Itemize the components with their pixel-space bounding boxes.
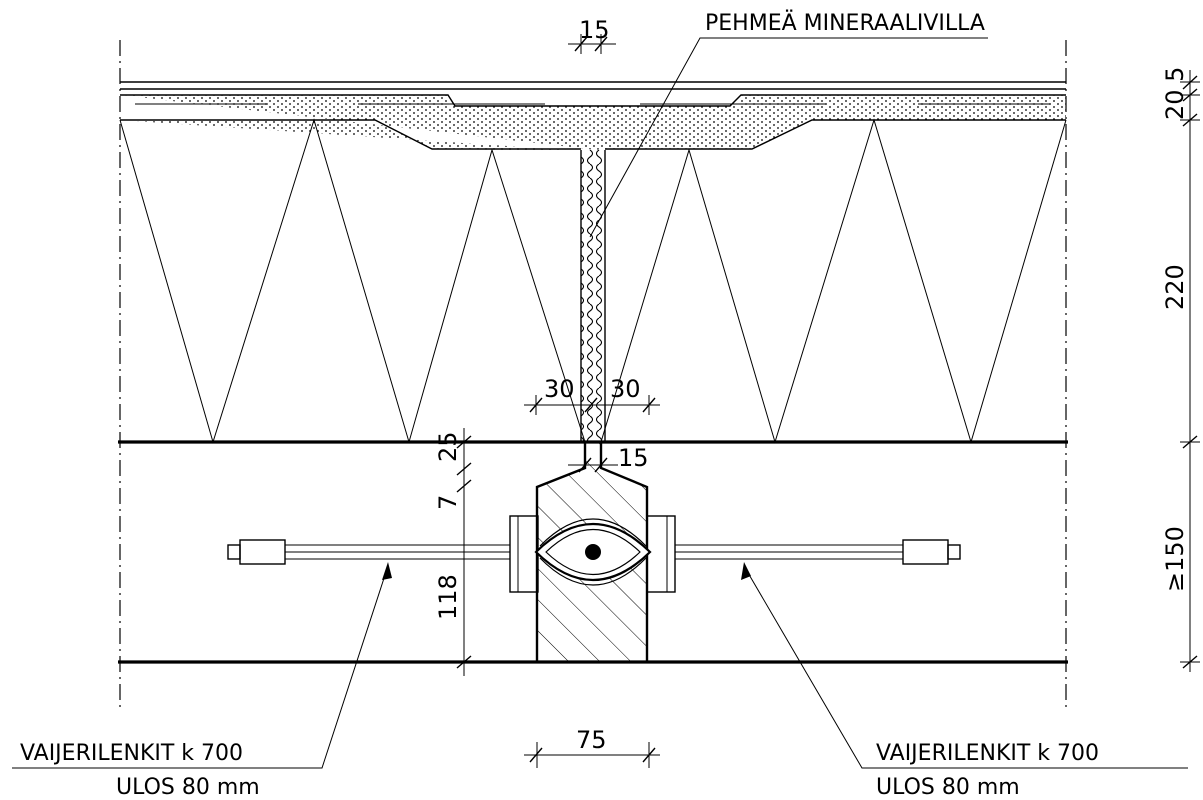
panel-core-zigzag [119,118,1067,444]
dim-top-layers: 20 5 [1161,67,1189,120]
insulation-note: PEHMEÄ MINERAALIVILLA [705,10,985,36]
leader-lines [12,37,1188,769]
dimension-lines [456,34,1200,768]
anchor-center-dot [585,544,601,560]
dim-panel-thickness: 220 [1161,264,1189,310]
dim-joint-height: 118 [434,574,462,620]
mineral-wool-strip [580,150,606,442]
dim-left-offset: 30 [544,375,575,403]
wire-loop-right-label-line1: VAIJERILENKIT k 700 [876,741,1099,766]
wire-loop-left-label-line1: VAIJERILENKIT k 700 [20,741,243,766]
top-surface-layers [120,81,1066,151]
dim-bottom-zone: ≥150 [1161,526,1189,592]
dim-joint-width: 75 [576,726,607,754]
dim-tongue-width: 15 [618,444,649,472]
wire-loop-left-label-line2: ULOS 80 mm [116,775,260,800]
wire-loop-right [675,539,961,565]
joint-profile [509,442,676,662]
dim-step-7: 7 [434,495,462,510]
dim-joint-gap-top: 15 [579,16,610,44]
wire-loop-right-label-line2: ULOS 80 mm [876,775,1020,800]
dim-right-offset: 30 [610,375,641,403]
wire-loop-left [227,539,510,565]
dim-step-25: 25 [434,431,462,462]
